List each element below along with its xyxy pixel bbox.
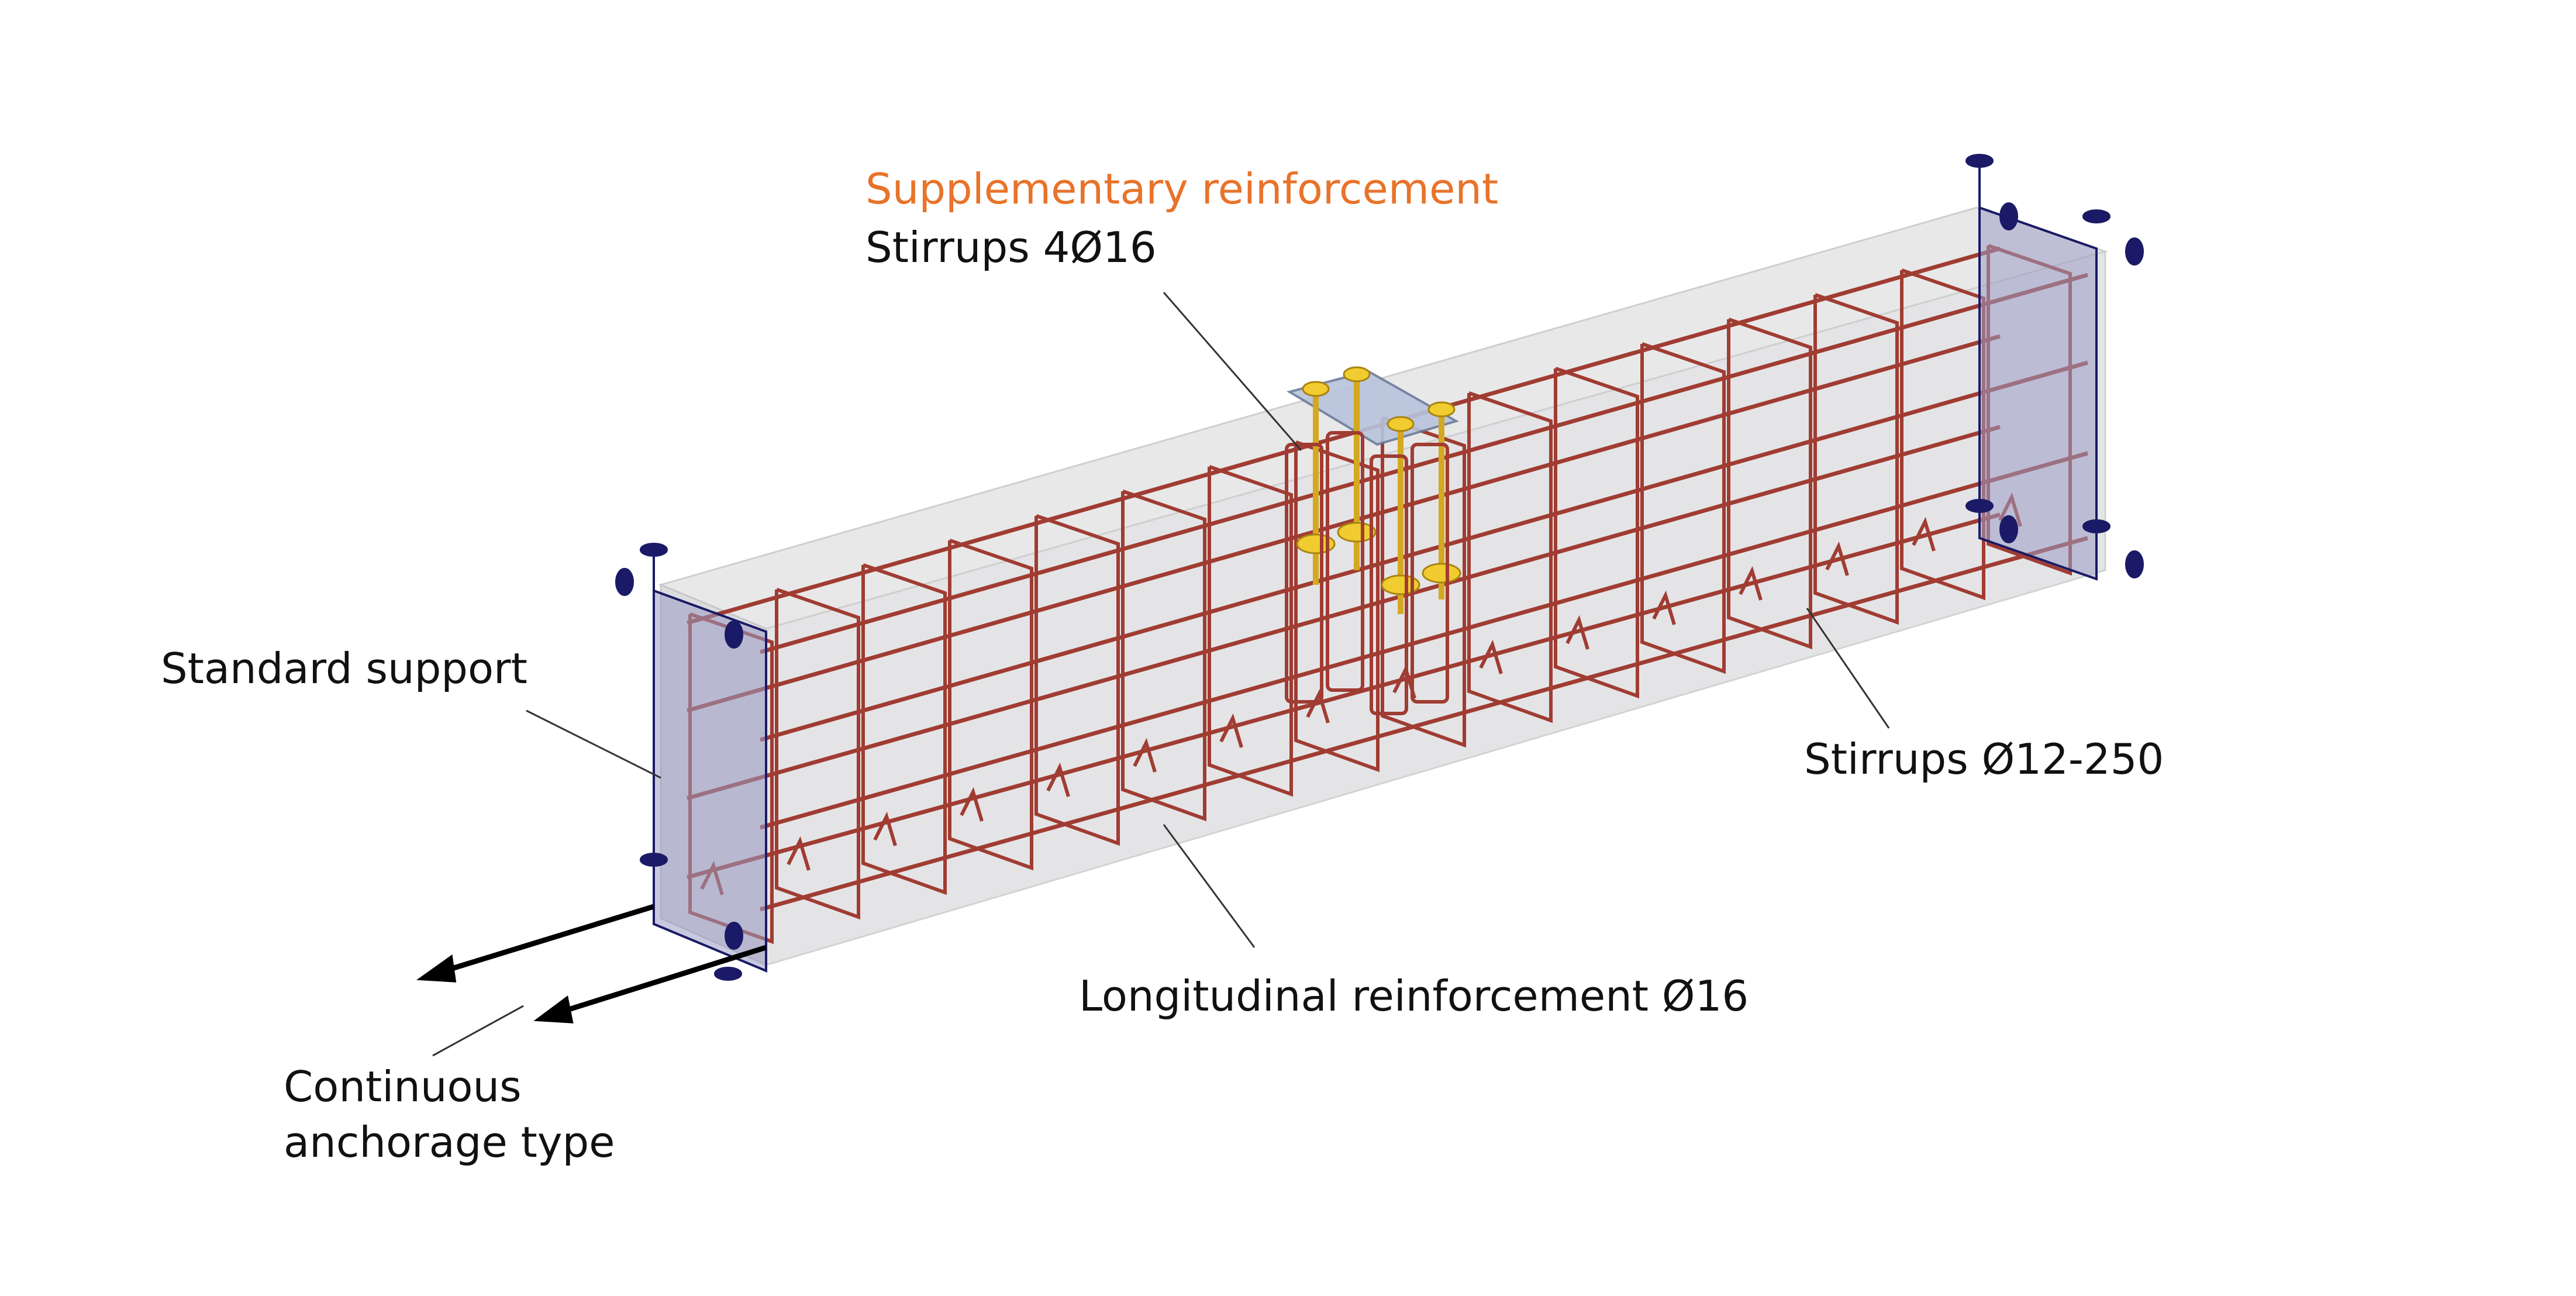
leader-lines [432, 292, 1890, 1057]
support-node-icon [615, 154, 2144, 981]
anchorage-label-line1: Continuous [284, 1062, 522, 1111]
stirrup-hook [873, 811, 897, 846]
stirrup [1900, 268, 1985, 601]
leader-stirrups [1806, 608, 1890, 729]
stirrup [1294, 440, 1380, 773]
stirrups-spacing-label: Stirrups Ø12-250 [1804, 735, 2164, 784]
stirrup [1467, 391, 1553, 723]
stirrup-hook [1652, 590, 1676, 625]
anchor-nuts [1296, 366, 1461, 595]
leader-longitudinal [1163, 824, 1256, 948]
leader-anchorage [432, 1005, 524, 1057]
longitudinal-label: Longitudinal reinforcement Ø16 [1079, 971, 1749, 1021]
stirrup [1554, 367, 1639, 699]
supplementary-anchor-plate [1285, 366, 1461, 715]
stirrup-hook [1739, 566, 1763, 601]
stirrup-hook [1306, 688, 1330, 723]
anchorage-label-line2: anchorage type [284, 1118, 615, 1167]
support-left [653, 589, 767, 973]
stirrup-hook [1825, 541, 1849, 576]
stirrup [1813, 293, 1899, 625]
supplementary-stirrups [1285, 431, 1449, 715]
leader-supplementary [1163, 292, 1302, 451]
stirrup-hook [1133, 737, 1157, 773]
stirrup-hook [787, 836, 811, 871]
stirrup [948, 539, 1033, 871]
stirrup [1208, 465, 1293, 797]
support-right [1978, 206, 2098, 581]
beam-side-face [765, 250, 2106, 967]
stirrup [861, 563, 947, 895]
supplementary-detail: Stirrups 4Ø16 [865, 223, 1157, 272]
stirrup [775, 588, 860, 920]
stirrup [1640, 342, 1726, 674]
stirrup-hook [960, 787, 984, 822]
support-plate-left [653, 589, 767, 973]
stirrup [1034, 514, 1120, 846]
stirrup-hook [1565, 615, 1589, 650]
stirrup [1727, 318, 1812, 650]
stirrup-hook [1046, 762, 1070, 797]
arrow-icon [416, 904, 767, 1023]
stirrup-hook [1219, 713, 1243, 748]
stirrup [1121, 490, 1206, 822]
stirrup-hook [1479, 639, 1503, 674]
longitudinal-bars [687, 246, 2088, 912]
anchor-plate [1286, 370, 1460, 446]
standard-support-label: Standard support [161, 644, 527, 693]
support-plate-right [1978, 206, 2098, 581]
stirrup-hook [1912, 516, 1936, 552]
supplementary-title: Supplementary reinforcement [865, 164, 1499, 213]
stirrup [1381, 416, 1466, 748]
leader-standard-support [526, 709, 661, 779]
